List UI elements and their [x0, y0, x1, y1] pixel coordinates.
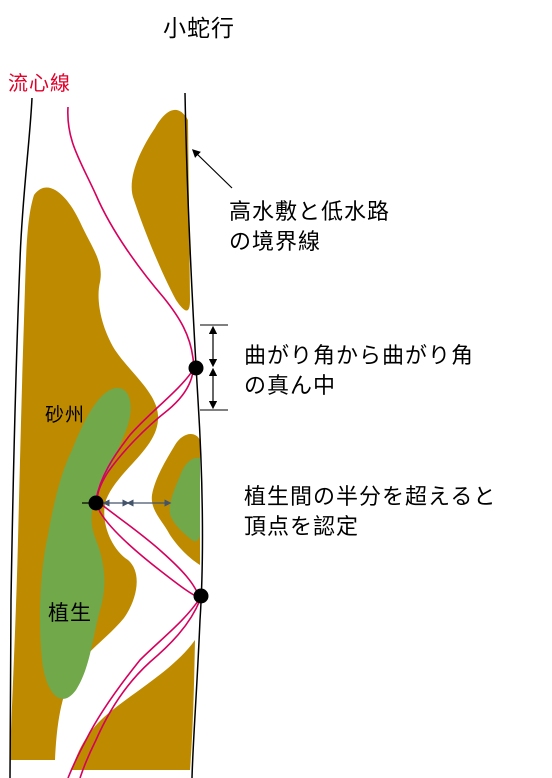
mid-bend-label: 曲がり角から曲がり角 の真ん中: [244, 344, 475, 399]
sandbar-label: 砂州: [45, 404, 86, 426]
right-bank-line: [184, 92, 204, 778]
sandbar-upper-right: [131, 109, 190, 311]
boundary-line-label: 高水敷と低水路 の境界線: [229, 200, 391, 255]
vegetation-label: 植生: [48, 601, 92, 625]
vegetation-right: [169, 457, 200, 542]
boundary-pointer-arrow: [191, 149, 233, 189]
mid-bend-point: [188, 360, 204, 376]
apex-point: [88, 495, 104, 511]
left-bank-line: [9, 97, 33, 778]
vegetation-left: [40, 387, 131, 699]
sandbar-bottom-right: [72, 640, 195, 770]
diagram-title: 小蛇行: [163, 16, 235, 42]
apex-rule-label: 植生間の半分を超えると 頂点を認定: [244, 485, 497, 540]
crossing-point: [193, 588, 209, 604]
thalweg-line: [67, 106, 202, 778]
thalweg-line-secondary: [79, 369, 201, 778]
thalweg-label: 流心線: [8, 71, 71, 95]
